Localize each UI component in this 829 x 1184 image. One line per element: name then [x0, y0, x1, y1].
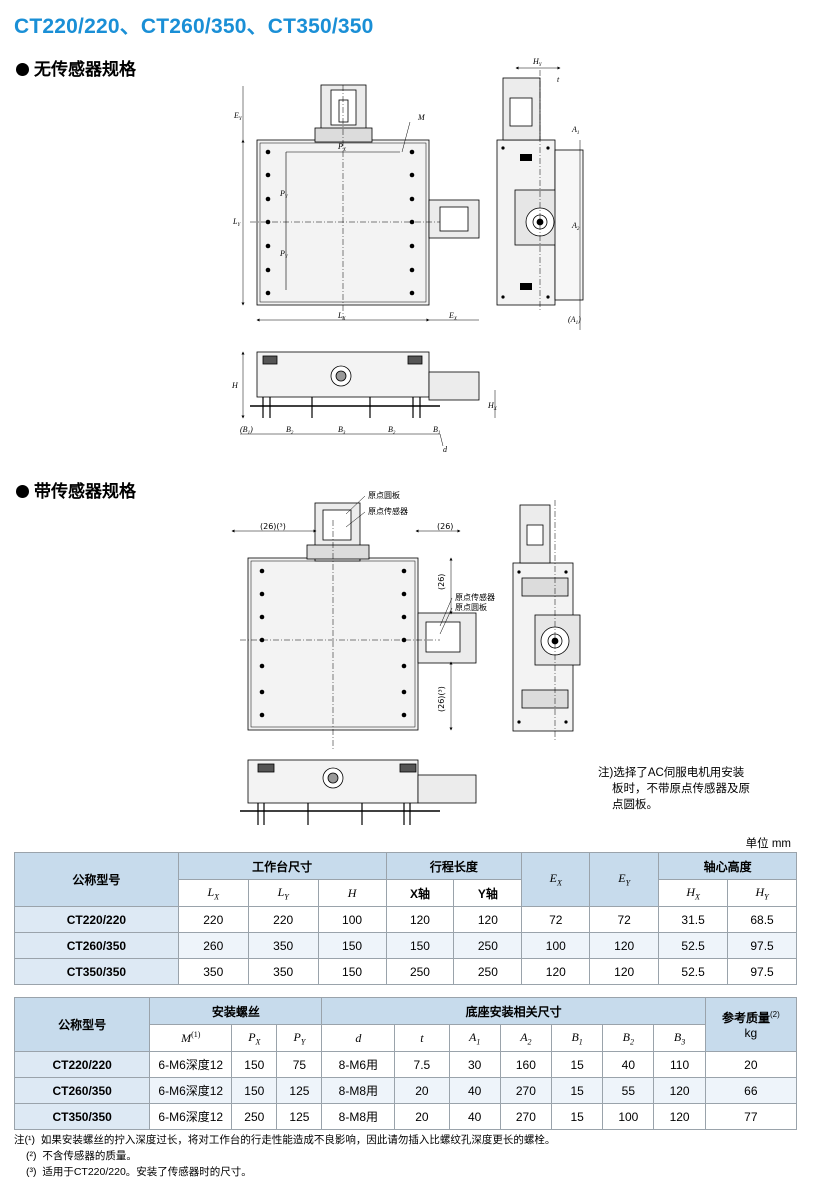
bullet-icon [16, 485, 29, 498]
svg-text:B2: B2 [388, 425, 396, 436]
header-model: 公称型号 [13, 997, 151, 1052]
subheader-a2: A2 [499, 1024, 553, 1052]
svg-text:HX: HX [487, 401, 498, 412]
unit-label: 单位 mm [745, 838, 791, 850]
side-view-with-sensor [512, 500, 581, 740]
svg-text:PY: PY [279, 249, 289, 260]
svg-text:PY: PY [279, 189, 289, 200]
svg-text:PX: PX [337, 142, 347, 153]
subheader-ly: LY [247, 879, 319, 907]
header-stroke: 行程长度 [385, 852, 523, 880]
svg-text:A1: A1 [571, 125, 579, 136]
header-ex: EX [521, 852, 591, 907]
subheader-a1: A1 [448, 1024, 501, 1052]
subheader-hy: HY [727, 879, 797, 907]
subheader-lx: LX [177, 879, 249, 907]
subheader-hx: HX [658, 879, 729, 907]
technical-drawings: EY M PX PY PY LY LX EX HY t A1 A2 (A1) [231, 57, 584, 825]
subheader-m: M(1) [149, 1024, 233, 1052]
bullet-icon [16, 63, 29, 76]
svg-text:(B1): (B1) [240, 425, 253, 436]
section-heading-with-sensor: 带传感器规格 [16, 477, 136, 502]
header-ey: EY [589, 852, 660, 907]
svg-text:B1: B1 [433, 425, 440, 436]
top-view-with-sensor [231, 495, 477, 750]
subheader-b2: B2 [602, 1024, 655, 1052]
svg-text:(26): (26) [437, 574, 446, 590]
svg-text:LX: LX [337, 311, 346, 322]
svg-text:EY: EY [233, 111, 243, 122]
header-axis-height: 轴心高度 [658, 852, 797, 880]
svg-text:t: t [557, 75, 560, 84]
svg-text:EX: EX [448, 311, 458, 322]
front-view-no-sensor [240, 351, 496, 447]
page-title: CT220/220、CT260/350、CT350/350 [14, 15, 374, 38]
subheader-py: PY [276, 1024, 323, 1052]
footnote-3: (³) 适用于CT220/220。安装了传感器时的尺寸。 [26, 1166, 252, 1178]
header-table-size: 工作台尺寸 [177, 852, 387, 880]
top-view-no-sensor [241, 84, 480, 322]
svg-text:原点圆板: 原点圆板 [368, 490, 400, 500]
front-view-labels: H HX (B1) B2 B3 B2 B1 d [231, 381, 498, 454]
side-view-no-sensor [496, 66, 584, 330]
section-heading-no-sensor: 无传感器规格 [16, 55, 136, 80]
subheader-t: t [394, 1024, 450, 1052]
header-mounting-bolt: 安装螺丝 [149, 997, 323, 1025]
svg-text:d: d [443, 445, 448, 454]
subheader-y-axis: Y轴 [453, 879, 523, 907]
subheader-d: d [321, 1024, 396, 1052]
svg-text:原点圆板: 原点圆板 [455, 602, 487, 612]
servo-note: 注)选择了AC伺服电机用安装 板时，不带原点传感器及原 点圆板。 [598, 767, 750, 811]
svg-text:B3: B3 [338, 425, 346, 436]
top-view-sensor-labels: (26)(³) (26) 原点圆板 原点传感器 原点传感器 原点圆板 (26) … [260, 490, 495, 712]
svg-text:原点传感器: 原点传感器 [455, 592, 495, 602]
svg-text:原点传感器: 原点传感器 [368, 506, 408, 516]
footnote-1: 注(¹) 如果安装螺丝的拧入深度过长，将对工作台的行走性能造成不良影响，因此请勿… [14, 1134, 556, 1146]
svg-text:(A1): (A1) [568, 315, 581, 326]
subheader-x-axis: X轴 [385, 879, 455, 907]
header-model: 公称型号 [14, 852, 179, 907]
svg-text:M: M [417, 113, 426, 122]
subheader-b1: B1 [550, 1024, 604, 1052]
subheader-px: PX [231, 1024, 278, 1052]
svg-text:(26): (26) [437, 522, 453, 531]
spec-table-mounting: 公称型号 安装螺丝 底座安装相关尺寸 参考质量(2)kg M(1) PX PY … [13, 997, 798, 1130]
svg-text:(26)(³): (26)(³) [260, 522, 286, 531]
svg-text:(26)(³): (26)(³) [437, 686, 446, 712]
top-view-labels: EY M PX PY PY LY LX EX [232, 111, 458, 322]
svg-text:H: H [231, 381, 239, 390]
side-view-labels: HY t A1 A2 (A1) [532, 57, 581, 326]
subheader-b3: B3 [653, 1024, 706, 1052]
spec-table-dimensions: 公称型号 工作台尺寸 行程长度 EX EY 轴心高度 LX LY H X轴 Y轴… [14, 852, 797, 985]
footnote-2: (²) 不含传感器的质量。 [26, 1150, 137, 1162]
svg-text:A2: A2 [571, 221, 580, 232]
header-reference-mass: 参考质量(2)kg [704, 997, 798, 1052]
subheader-h: H [317, 879, 387, 907]
svg-text:HY: HY [532, 57, 543, 68]
svg-text:LY: LY [232, 217, 241, 228]
header-base-dimensions: 底座安装相关尺寸 [321, 997, 706, 1025]
front-view-with-sensor [240, 759, 477, 825]
svg-text:B2: B2 [286, 425, 294, 436]
